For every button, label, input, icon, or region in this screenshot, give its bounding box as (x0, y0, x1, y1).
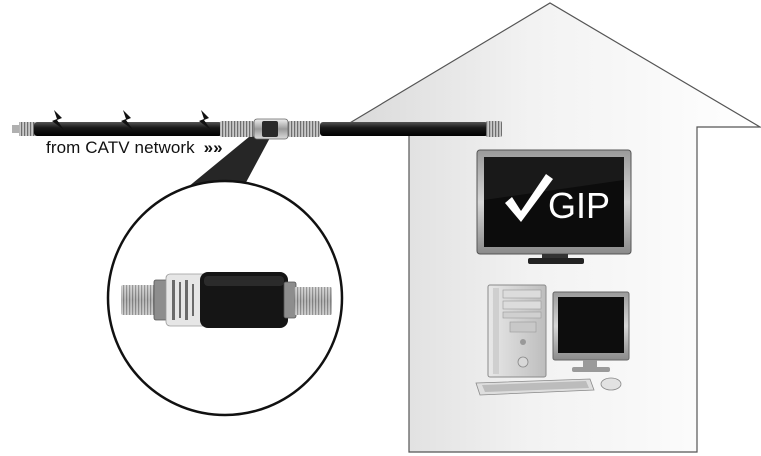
lightning-icon (52, 110, 64, 130)
keyboard-icon (475, 378, 595, 396)
attenuator-device (121, 272, 332, 328)
coax-cable (12, 118, 502, 140)
tv-icon: GIP (476, 149, 632, 264)
monitor-icon (552, 291, 630, 372)
cable-caption: from CATV network »» (46, 138, 223, 158)
mouse-icon (600, 377, 622, 391)
tv-screen-text: GIP (548, 185, 610, 226)
lightning-icon (199, 110, 211, 130)
lightning-icon (121, 110, 133, 130)
caption-text: from CATV network (46, 138, 195, 157)
check-mark-icon (505, 174, 553, 222)
zoom-circle (106, 179, 344, 417)
computer-icon (487, 284, 547, 378)
chevron-arrows-icon: »» (203, 138, 223, 157)
